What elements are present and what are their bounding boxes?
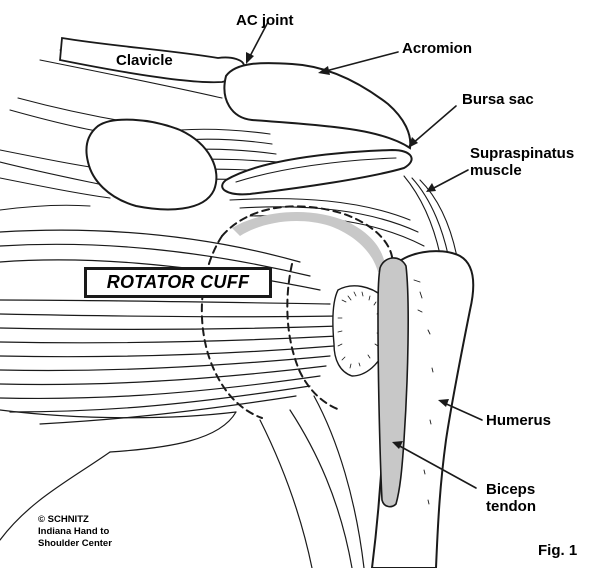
- label-humerus: Humerus: [486, 412, 552, 429]
- label-supraspinatus-line1: Supraspinatus: [470, 145, 575, 162]
- leader-lines: [247, 21, 483, 489]
- rotator-cuff-fibers: [0, 229, 341, 425]
- coracoid-process: [85, 118, 218, 211]
- credit-line-1: © SCHNITZ: [38, 514, 89, 525]
- acromion-arrowhead: [318, 66, 330, 75]
- label-biceps-line1: Biceps: [486, 481, 536, 498]
- label-supraspinatus: Supraspinatus muscle: [470, 145, 574, 180]
- ac-joint-leader: [247, 21, 269, 61]
- label-clavicle: Clavicle: [116, 52, 173, 69]
- lower-muscle-fibers: [0, 395, 365, 568]
- label-acromion: Acromion: [402, 40, 473, 57]
- bursa-sac: [221, 148, 413, 196]
- figure-label: Fig. 1: [538, 542, 578, 559]
- copyright-credit: © SCHNITZ Indiana Hand to Shoulder Cente…: [38, 514, 112, 550]
- label-biceps-tendon: Biceps tendon: [486, 481, 536, 516]
- label-rotator-cuff: ROTATOR CUFF: [106, 272, 250, 292]
- label-bursa-sac: Bursa sac: [462, 91, 534, 108]
- biceps-leader: [395, 443, 477, 489]
- rotator-cuff-label-box: ROTATOR CUFF: [84, 267, 272, 298]
- humerus-arrowhead: [438, 399, 449, 407]
- humerus-leader: [441, 401, 483, 421]
- supraspinatus-leader: [429, 169, 469, 191]
- humerus-texture: [413, 279, 434, 505]
- biceps-arrowhead: [392, 441, 403, 449]
- credit-line-2: Indiana Hand to: [38, 526, 110, 537]
- acromion-leader: [321, 51, 399, 73]
- label-ac-joint: AC joint: [236, 12, 294, 29]
- label-supraspinatus-line2: muscle: [470, 162, 522, 180]
- supraspinatus-arrowhead: [426, 183, 436, 192]
- bursa-leader: [411, 105, 457, 145]
- label-biceps-line2: tendon: [486, 498, 536, 516]
- credit-line-3: Shoulder Center: [38, 538, 112, 549]
- ac-joint-arrowhead: [246, 52, 254, 64]
- rotator-cuff-band: [232, 211, 386, 272]
- bursa-arrowhead: [408, 137, 418, 148]
- acromion: [223, 62, 412, 150]
